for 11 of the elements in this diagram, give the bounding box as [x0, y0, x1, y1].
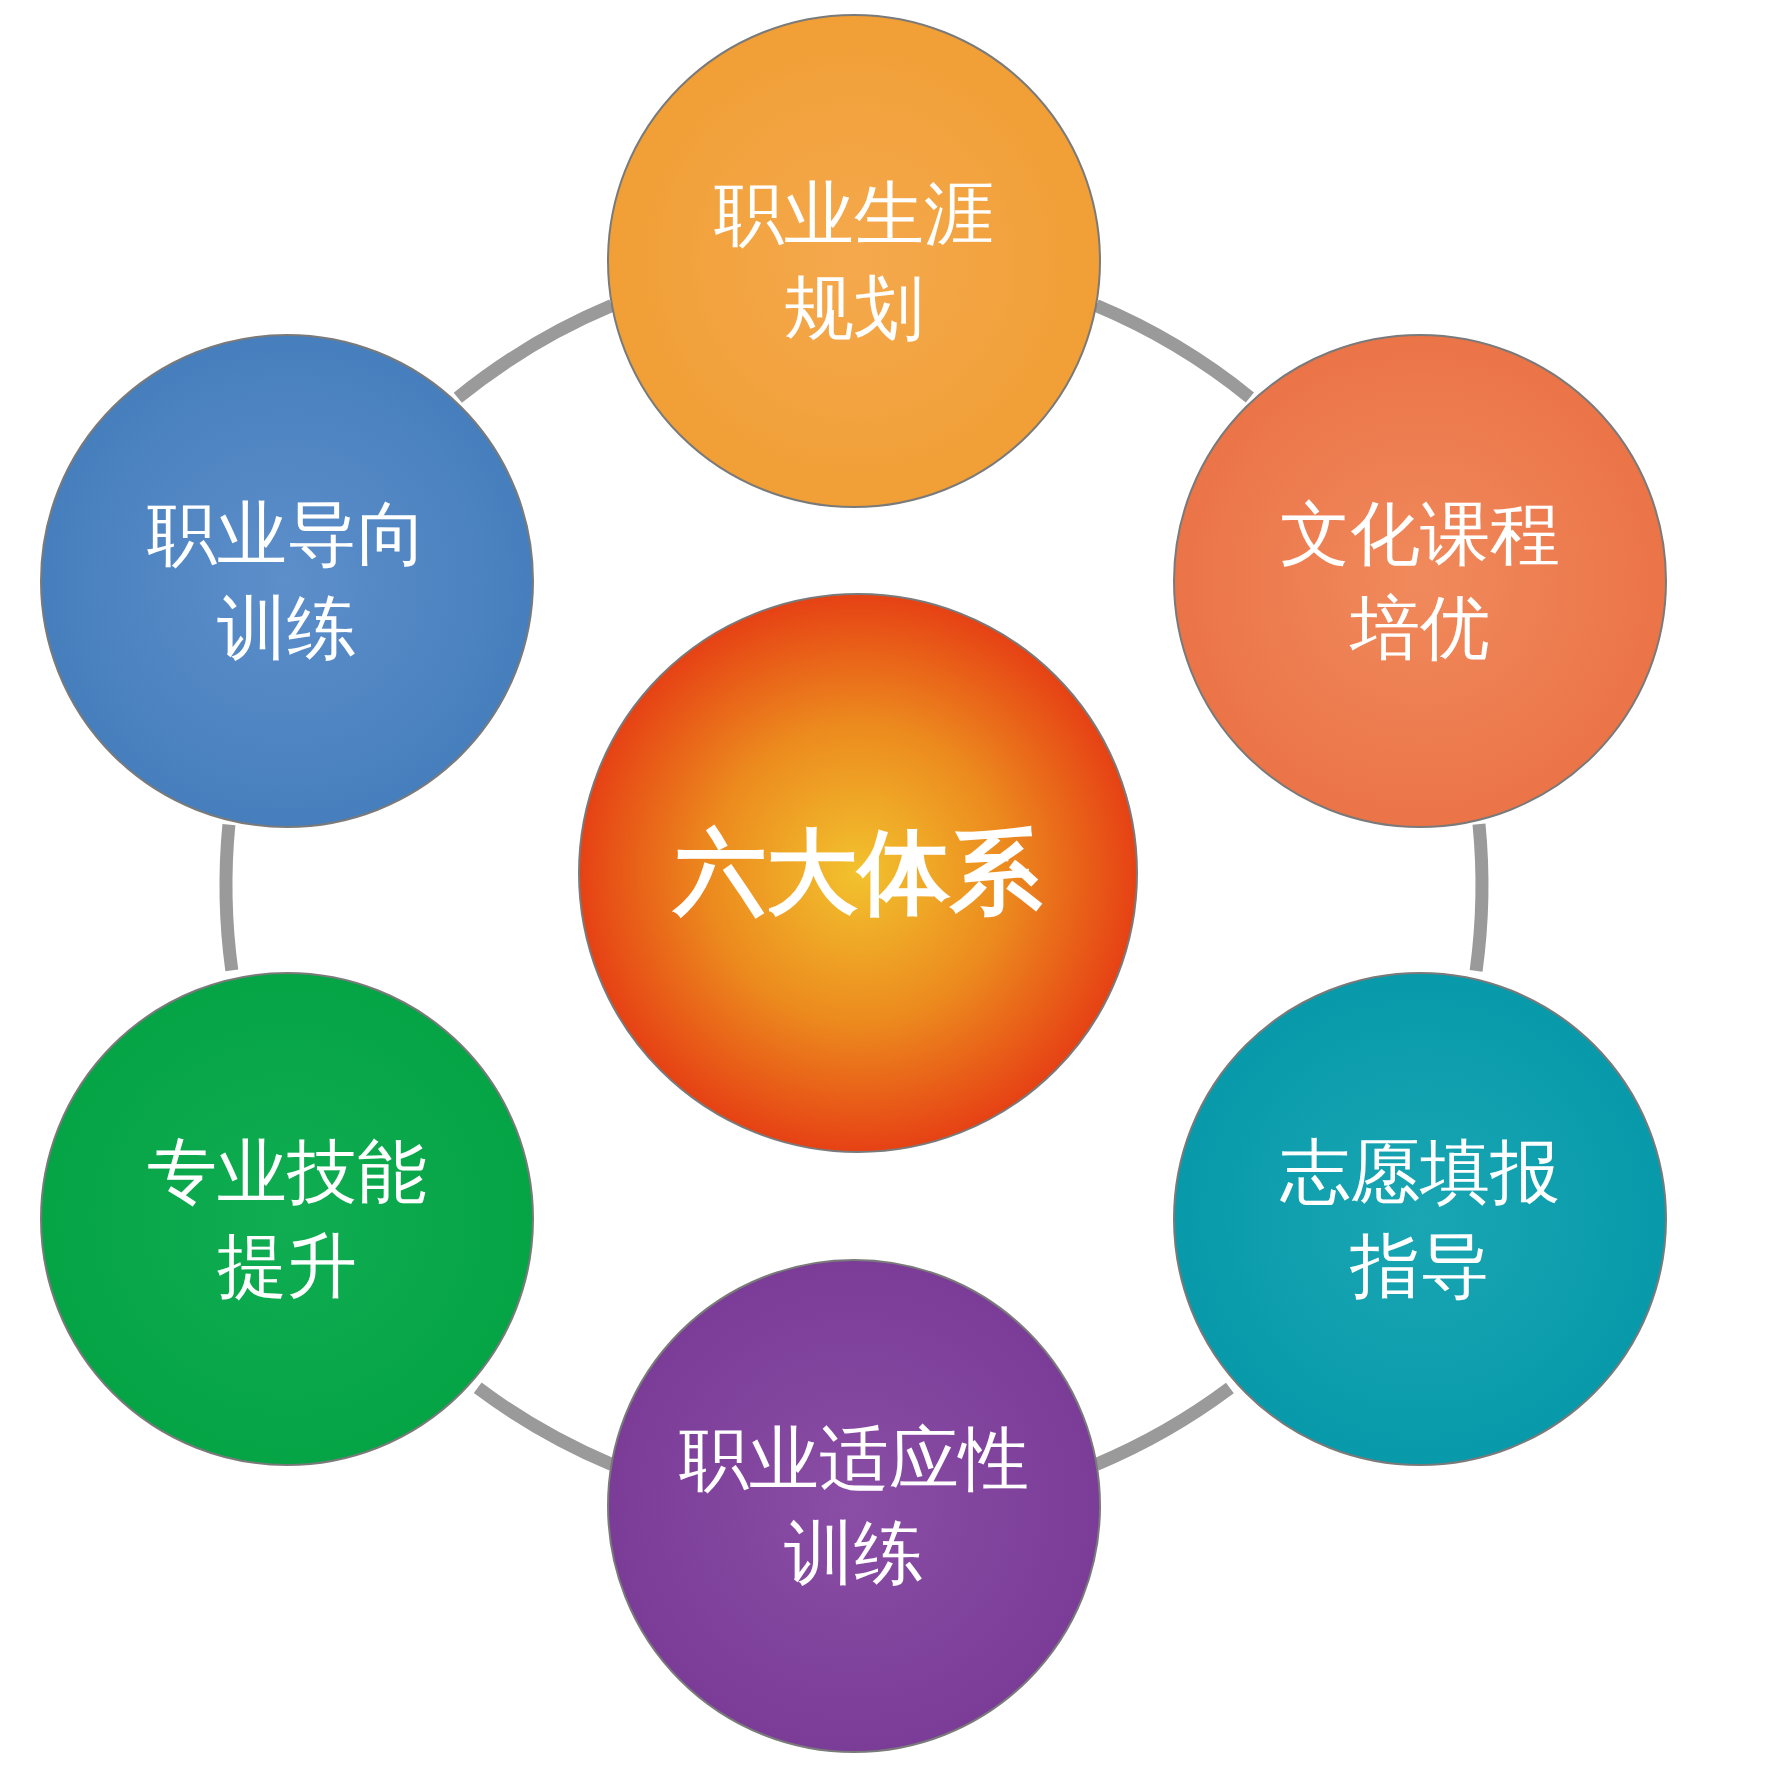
- circle-label: 志愿填报指导: [1279, 1129, 1561, 1309]
- circle-label: 专业技能提升: [146, 1129, 428, 1309]
- circle-label: 文化课程培优: [1279, 491, 1561, 671]
- ring-connector: [219, 824, 239, 972]
- circle-label: 职业导向训练: [146, 491, 428, 671]
- circle-label: 职业适应性训练: [678, 1416, 1030, 1596]
- ring-connector: [1469, 823, 1489, 972]
- circle-label: 六大体系: [671, 817, 1043, 928]
- ring-connector: [453, 299, 615, 403]
- ring-connector: [1093, 299, 1254, 403]
- circle-label: 职业生涯规划: [713, 171, 995, 351]
